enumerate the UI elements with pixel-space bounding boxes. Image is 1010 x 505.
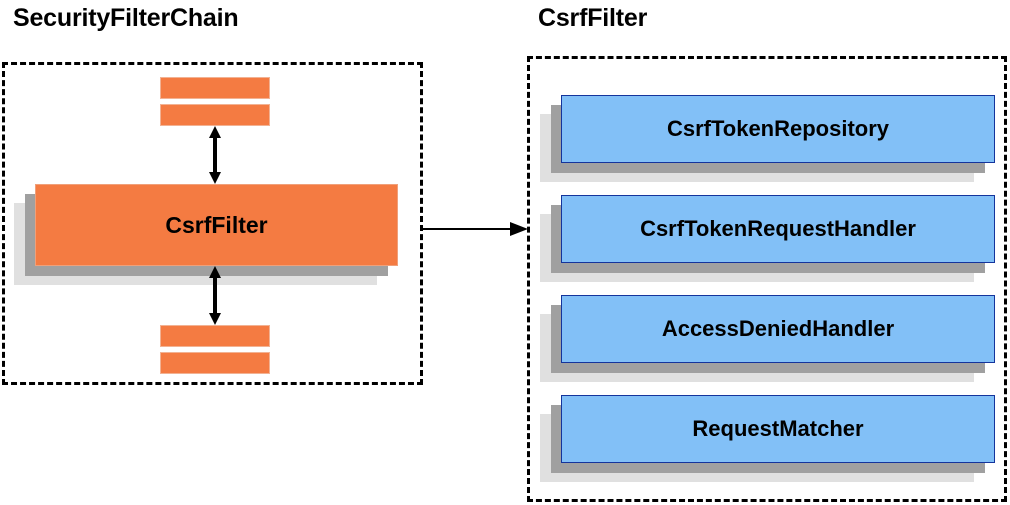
page-title-security-filter-chain: SecurityFilterChain: [13, 4, 239, 32]
security-filter-chain-group: [2, 62, 423, 385]
collaborator-label: CsrfTokenRepository: [666, 116, 890, 141]
chain-arrow-up-icon: [209, 126, 221, 184]
filter-bar-below-2: [160, 352, 270, 374]
collaborator-label: CsrfTokenRequestHandler: [640, 216, 916, 241]
collaborator-face: AccessDeniedHandler: [561, 295, 995, 363]
collaborator-box-csrf-token-request-handler[interactable]: CsrfTokenRequestHandler: [540, 195, 995, 282]
chain-arrow-down-icon: [209, 266, 221, 325]
csrf-filter-collaborators-group: [527, 56, 1007, 502]
arrow-shaft: [213, 136, 217, 174]
collaborator-label: RequestMatcher: [692, 416, 864, 441]
collaborator-face: RequestMatcher: [561, 395, 995, 463]
filter-bar-below-1: [160, 325, 270, 347]
collaborator-box-request-matcher[interactable]: RequestMatcher: [540, 395, 995, 482]
collaborator-face: CsrfTokenRequestHandler: [561, 195, 995, 263]
page-title-csrf-filter: CsrfFilter: [538, 4, 648, 32]
csrf-filter-face: CsrfFilter: [35, 184, 398, 266]
connector-arrow-right-icon: [423, 222, 528, 236]
collaborator-face: CsrfTokenRepository: [561, 95, 995, 163]
connector-arrowhead: [510, 222, 528, 236]
arrowhead-down: [209, 172, 221, 184]
csrf-filter-box[interactable]: CsrfFilter: [14, 184, 398, 285]
filter-bar-above-2: [160, 104, 270, 126]
arrow-shaft: [213, 276, 217, 315]
collaborator-label: AccessDeniedHandler: [661, 316, 895, 341]
connector-shaft: [423, 228, 511, 230]
collaborator-box-access-denied-handler[interactable]: AccessDeniedHandler: [540, 295, 995, 382]
arrowhead-up: [209, 266, 221, 278]
arrowhead-up: [209, 126, 221, 138]
collaborator-box-csrf-token-repository[interactable]: CsrfTokenRepository: [540, 95, 995, 182]
arrowhead-down: [209, 313, 221, 325]
filter-bar-above-1: [160, 77, 270, 99]
csrf-filter-label: CsrfFilter: [165, 211, 268, 238]
